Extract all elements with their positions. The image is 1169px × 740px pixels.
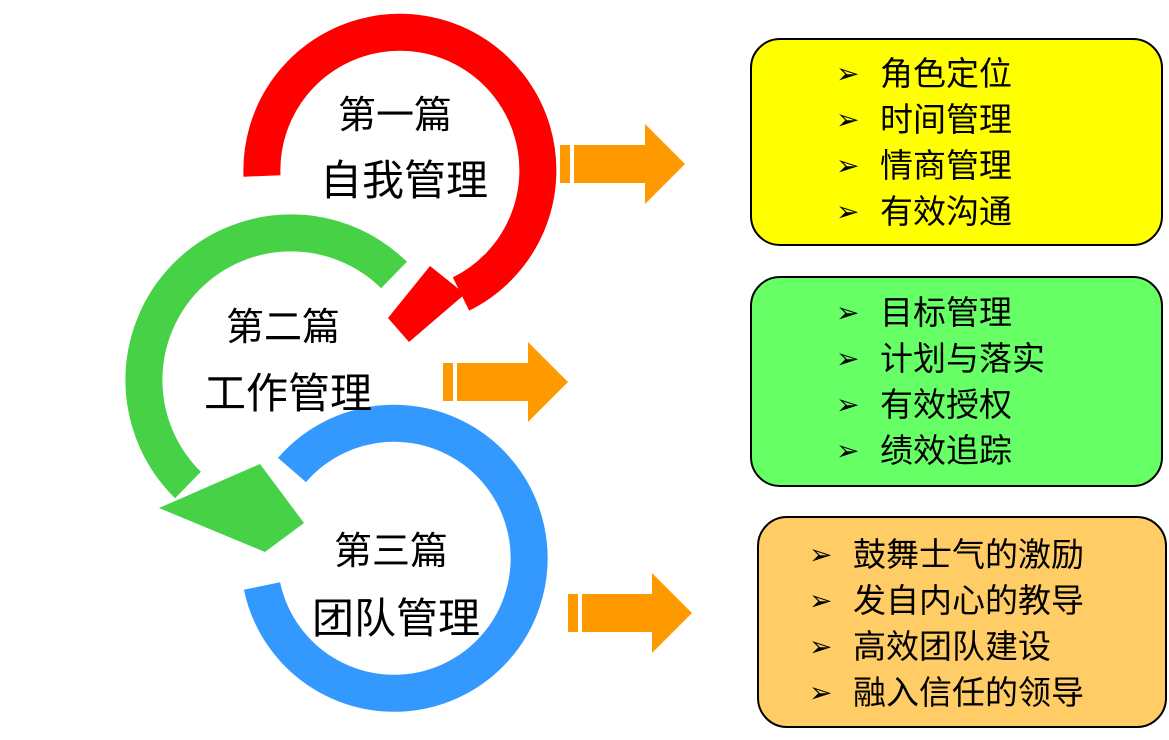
list-item: ➢有效授权 bbox=[836, 382, 1045, 428]
section-2-part-label: 第二篇 bbox=[226, 305, 341, 349]
list-item: ➢时间管理 bbox=[836, 97, 1012, 143]
list-item: ➢角色定位 bbox=[836, 51, 1012, 97]
section-3-box: ➢鼓舞士气的激励 ➢发自内心的教导 ➢高效团队建设 ➢融入信任的领导 bbox=[757, 516, 1167, 728]
bullet-arrow-icon: ➢ bbox=[836, 296, 860, 329]
section-1-ring bbox=[243, 13, 557, 311]
list-item: ➢绩效追踪 bbox=[836, 428, 1045, 474]
section-1-ring-arrowhead bbox=[388, 266, 465, 342]
bullet-arrow-icon: ➢ bbox=[836, 149, 860, 182]
bullet-arrow-icon: ➢ bbox=[809, 676, 833, 709]
bullet-arrow-icon: ➢ bbox=[836, 434, 860, 467]
bullet-arrow-icon: ➢ bbox=[836, 103, 860, 136]
bullet-arrow-icon: ➢ bbox=[836, 195, 860, 228]
bullet-arrow-icon: ➢ bbox=[809, 538, 833, 571]
section-1-part-label: 第一篇 bbox=[338, 93, 453, 137]
bullet-arrow-icon: ➢ bbox=[836, 57, 860, 90]
section-2-title: 工作管理 bbox=[204, 369, 373, 418]
section-3-ring bbox=[243, 404, 548, 712]
bullet-arrow-icon: ➢ bbox=[836, 342, 860, 375]
bullet-arrow-icon: ➢ bbox=[836, 388, 860, 421]
section-2-ring-arrowhead bbox=[159, 464, 304, 552]
section-3-part-label: 第三篇 bbox=[334, 529, 449, 573]
list-item: ➢发自内心的教导 bbox=[809, 578, 1084, 624]
list-item: ➢鼓舞士气的激励 bbox=[809, 532, 1084, 578]
list-item: ➢计划与落实 bbox=[836, 336, 1045, 382]
arrow-2 bbox=[443, 342, 568, 422]
arrow-3 bbox=[568, 573, 692, 653]
list-item: ➢高效团队建设 bbox=[809, 624, 1084, 670]
list-item: ➢有效沟通 bbox=[836, 189, 1012, 235]
section-1-title: 自我管理 bbox=[320, 156, 489, 205]
bullet-arrow-icon: ➢ bbox=[809, 630, 833, 663]
section-3-title: 团队管理 bbox=[312, 594, 481, 643]
section-2-ring bbox=[125, 214, 407, 499]
list-item: ➢融入信任的领导 bbox=[809, 670, 1084, 716]
arrow-1 bbox=[560, 124, 685, 204]
list-item: ➢目标管理 bbox=[836, 290, 1045, 336]
bullet-arrow-icon: ➢ bbox=[809, 584, 833, 617]
section-1-box: ➢角色定位 ➢时间管理 ➢情商管理 ➢有效沟通 bbox=[750, 38, 1163, 246]
list-item: ➢情商管理 bbox=[836, 143, 1012, 189]
section-2-box: ➢目标管理 ➢计划与落实 ➢有效授权 ➢绩效追踪 bbox=[750, 276, 1163, 487]
